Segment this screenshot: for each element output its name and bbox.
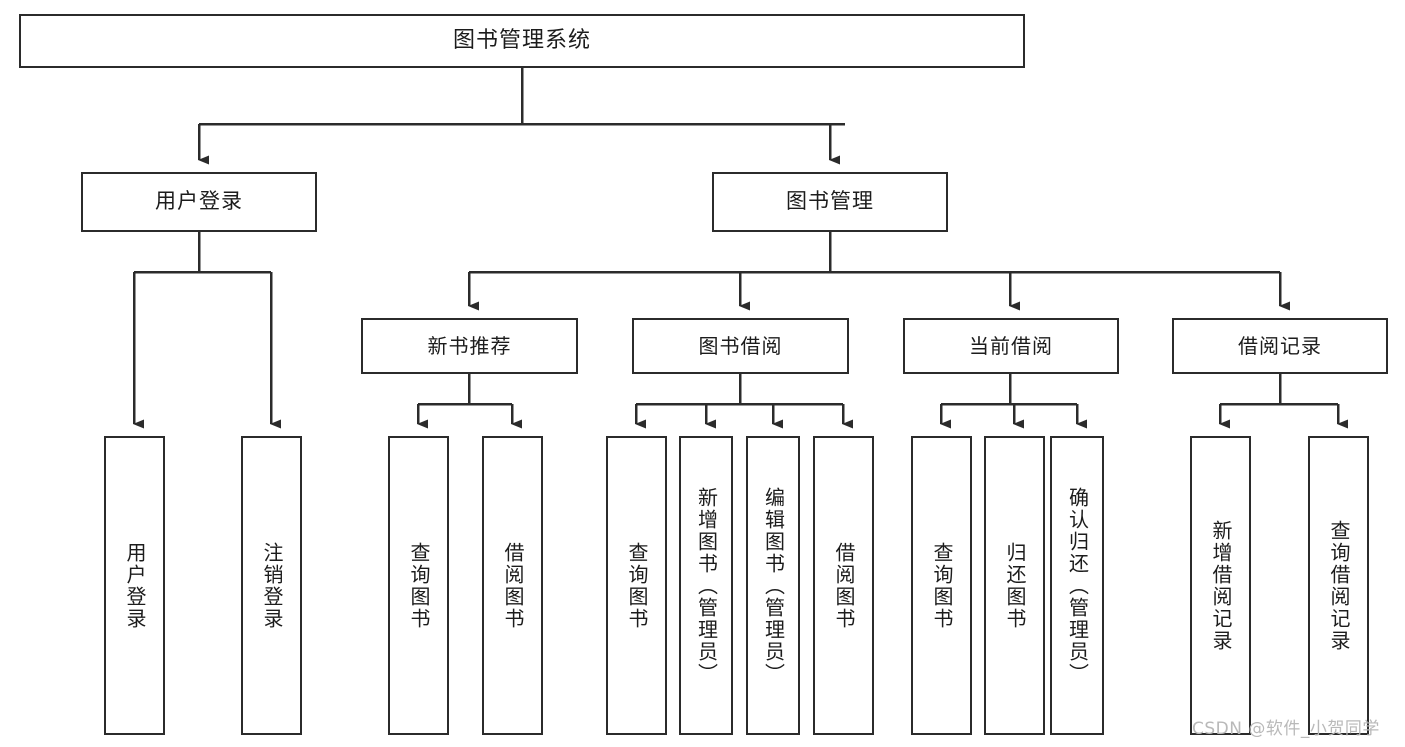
leaf-borrow-book-label: 借阅图书	[832, 541, 856, 630]
node-book-borrow[interactable]: 图书借阅	[632, 318, 849, 374]
leaf-add-borrow-record[interactable]: 新增借阅记录	[1190, 436, 1251, 735]
leaf-query-book-recommend-label: 查询图书	[407, 541, 431, 630]
leaf-logout-label: 注销登录	[260, 541, 284, 630]
node-user-login[interactable]: 用户登录	[81, 172, 317, 232]
node-new-book-recommend[interactable]: 新书推荐	[361, 318, 578, 374]
leaf-add-book-admin-label: 新增图书（管理员）	[694, 486, 719, 685]
node-book-borrow-label: 图书借阅	[698, 334, 783, 358]
node-root-label: 图书管理系统	[452, 27, 591, 53]
leaf-edit-book-admin-label: 编辑图书（管理员）	[761, 486, 786, 685]
leaf-borrow-book-recommend-label: 借阅图书	[501, 541, 525, 630]
leaf-borrow-book-recommend[interactable]: 借阅图书	[482, 436, 543, 735]
leaf-query-borrow-record-label: 查询借阅记录	[1327, 519, 1351, 652]
leaf-add-borrow-record-label: 新增借阅记录	[1209, 519, 1233, 652]
leaf-return-book[interactable]: 归还图书	[984, 436, 1045, 735]
node-borrow-record[interactable]: 借阅记录	[1172, 318, 1388, 374]
node-book-management-label: 图书管理	[786, 189, 874, 214]
node-root[interactable]: 图书管理系统	[19, 14, 1025, 68]
node-borrow-record-label: 借阅记录	[1238, 334, 1322, 358]
leaf-user-login[interactable]: 用户登录	[104, 436, 165, 735]
node-user-login-label: 用户登录	[155, 189, 243, 214]
leaf-query-book-recommend[interactable]: 查询图书	[388, 436, 449, 735]
node-new-book-recommend-label: 新书推荐	[427, 334, 512, 358]
leaf-borrow-book[interactable]: 借阅图书	[813, 436, 874, 735]
leaf-edit-book-admin[interactable]: 编辑图书（管理员）	[746, 436, 800, 735]
leaf-logout[interactable]: 注销登录	[241, 436, 302, 735]
leaf-confirm-return-admin-label: 确认归还（管理员）	[1065, 486, 1090, 685]
leaf-confirm-return-admin[interactable]: 确认归还（管理员）	[1050, 436, 1104, 735]
leaf-return-book-label: 归还图书	[1003, 541, 1027, 630]
leaf-query-book-borrow-label: 查询图书	[625, 541, 649, 630]
leaf-query-book-current-label: 查询图书	[930, 541, 954, 630]
leaf-query-borrow-record[interactable]: 查询借阅记录	[1308, 436, 1369, 735]
leaf-query-book-borrow[interactable]: 查询图书	[606, 436, 667, 735]
node-current-borrow[interactable]: 当前借阅	[903, 318, 1119, 374]
leaf-add-book-admin[interactable]: 新增图书（管理员）	[679, 436, 733, 735]
node-book-management[interactable]: 图书管理	[712, 172, 948, 232]
leaf-query-book-current[interactable]: 查询图书	[911, 436, 972, 735]
leaf-user-login-label: 用户登录	[123, 541, 147, 630]
node-current-borrow-label: 当前借阅	[969, 334, 1053, 358]
